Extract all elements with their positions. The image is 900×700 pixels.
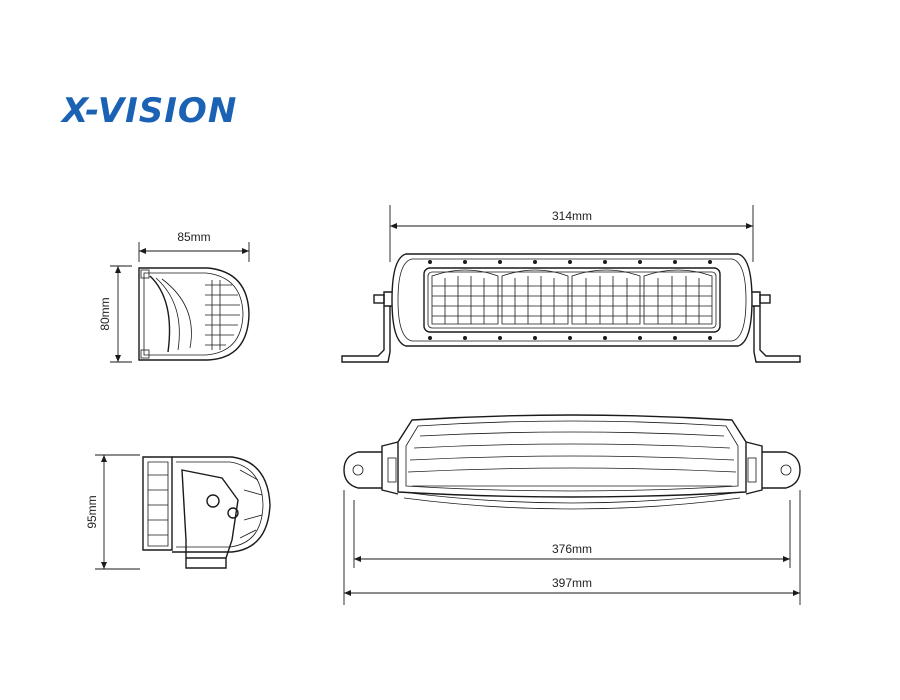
brand-logo: X-VISION — [60, 91, 237, 131]
bottom-total-width-label: 397mm — [552, 576, 592, 590]
bracket-height-label: 95mm — [85, 495, 99, 528]
brand-logo-text: X-VISION — [60, 91, 237, 131]
side-view: 85mm 80mm — [98, 230, 250, 363]
side-height-label: 80mm — [98, 297, 112, 330]
side-width-label: 85mm — [177, 230, 210, 244]
bracket-side-view: 95mm — [85, 454, 271, 570]
front-view: 314mm — [341, 205, 801, 363]
top-view: 376mm 397mm — [343, 414, 801, 605]
front-width-label: 314mm — [552, 209, 592, 223]
bottom-inner-width-label: 376mm — [552, 542, 592, 556]
